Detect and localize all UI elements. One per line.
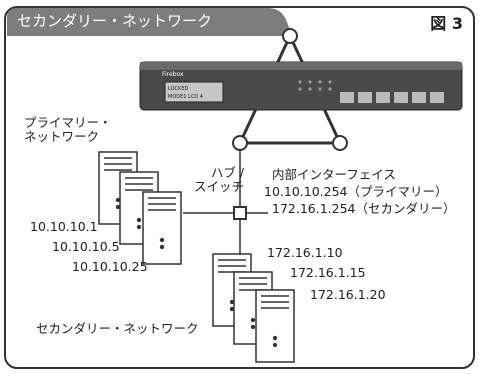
device-brand-text: Firebox — [162, 71, 184, 78]
secondary-network-label: セカンダリー・ネットワーク — [36, 321, 199, 336]
network-links — [183, 150, 268, 258]
secondary-host-ip: 172.16.1.10 — [267, 245, 343, 260]
figure-label: 図 3 — [430, 14, 463, 33]
title-tab-background — [7, 8, 292, 36]
secondary-host-ip: 172.16.1.15 — [290, 265, 366, 280]
hub-switch-label: ハブ / スイッチ — [194, 165, 245, 194]
primary-servers — [98, 151, 182, 265]
primary-host-ip: 10.10.10.5 — [52, 239, 120, 254]
primary-network-label: プライマリー・ ネットワーク — [24, 115, 112, 144]
server-icon — [255, 289, 295, 363]
device-panel-line1: LOCKED — [168, 86, 188, 92]
secondary-servers — [212, 253, 295, 363]
secondary-host-ip: 172.16.1.20 — [310, 287, 386, 302]
server-icon — [142, 191, 182, 265]
internal-ip-primary: 10.10.10.254（プライマリー） — [264, 184, 448, 199]
firewall-device — [139, 61, 463, 111]
device-panel-line2: MODE1 LCD 4 — [168, 94, 203, 100]
primary-host-ip: 10.10.10.1 — [30, 219, 98, 234]
internal-ip-secondary: 172.16.1.254（セカンダリー） — [272, 201, 456, 216]
hub-switch-node — [233, 206, 247, 220]
device-lcd-panel — [164, 81, 224, 103]
diagram-title: セカンダリー・ネットワーク — [17, 12, 213, 30]
internal-interface-label: 内部インターフェイス — [272, 167, 396, 182]
primary-host-ip: 10.10.10.25 — [72, 259, 148, 274]
